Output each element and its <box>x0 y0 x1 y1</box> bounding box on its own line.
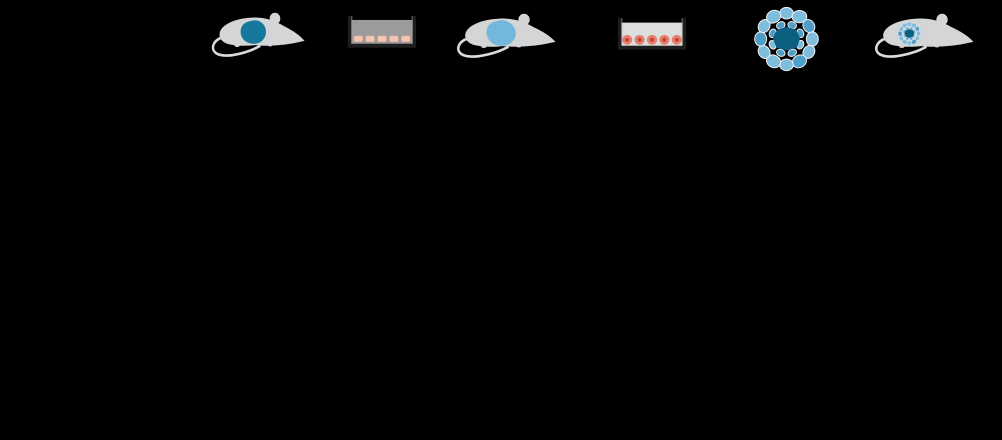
organoid-cell <box>779 6 794 20</box>
mouse-front-foot <box>267 43 273 47</box>
dish-wall-highlight <box>621 18 623 46</box>
dish-wall-highlight <box>681 18 683 46</box>
organoid-svg <box>754 6 819 72</box>
mouse-svg <box>211 12 305 57</box>
mouse-tail <box>211 36 261 57</box>
organoid-lumen <box>772 26 801 51</box>
organoid-cell <box>787 48 797 57</box>
dish-wall-highlight <box>351 16 353 44</box>
tissue-piece <box>377 35 387 43</box>
mouse-hind-foot <box>481 45 487 49</box>
mouse-with-light-tumor-icon <box>454 9 557 62</box>
mouse-front-foot <box>934 44 940 48</box>
mouse-hind-foot <box>899 45 905 49</box>
cell-culture-dish-icon <box>618 18 686 51</box>
mouse-tail <box>456 37 509 58</box>
organoid-cell <box>791 10 808 24</box>
organoid-cell <box>766 9 782 24</box>
dish-right-wall <box>682 18 686 50</box>
tumor-blob <box>486 20 516 46</box>
organoid-cell <box>779 58 794 72</box>
mouse-hind-foot <box>234 44 240 48</box>
tissue-fragment-dish-icon <box>348 16 416 49</box>
cultured-cells <box>622 34 682 45</box>
dish-left-wall <box>618 18 622 50</box>
red-cell-core <box>625 37 630 42</box>
tissue-piece <box>401 35 411 43</box>
dish-bottom <box>348 43 416 48</box>
dish-left-wall <box>348 16 352 48</box>
mouse-svg <box>874 13 974 58</box>
organoid-rosette <box>754 6 819 72</box>
red-cell-core <box>637 37 642 42</box>
dish-bottom <box>618 45 686 50</box>
red-cell-core <box>649 37 655 42</box>
mouse-svg <box>456 13 556 58</box>
dish-svg <box>618 18 686 50</box>
organoid-cell <box>805 31 819 47</box>
mouse-tail <box>874 37 927 58</box>
mouse-body-shape <box>883 18 974 47</box>
mouse-front-foot <box>516 44 522 48</box>
dish-svg <box>348 16 416 48</box>
tissue-piece <box>365 35 375 43</box>
tumor-blob <box>240 20 267 44</box>
organoid-icon <box>751 5 822 73</box>
mouse-with-implanted-organoid-icon <box>872 9 975 62</box>
dish-right-wall <box>412 16 416 48</box>
mouse-with-dark-tumor-icon <box>209 8 306 61</box>
organoid-cell <box>754 31 768 47</box>
red-cell-core <box>674 37 679 42</box>
dish-wall-highlight <box>411 16 413 44</box>
tissue-piece <box>389 35 399 43</box>
red-cell-core <box>662 37 667 42</box>
tissue-piece <box>353 35 363 43</box>
organoid-cell <box>776 48 786 57</box>
